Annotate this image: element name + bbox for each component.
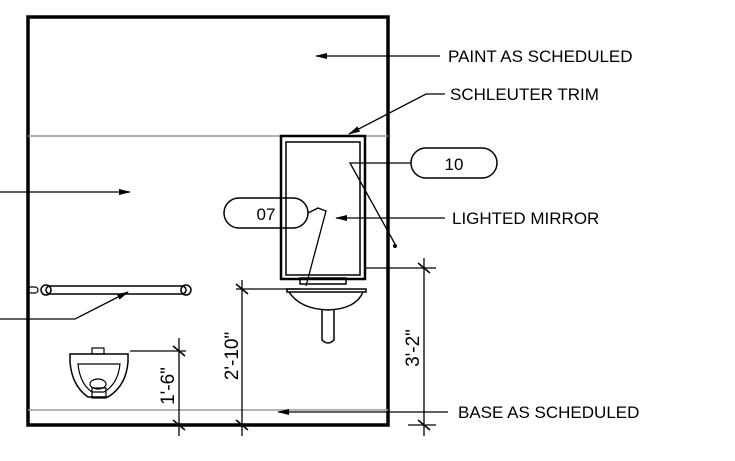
urinal-height-dimension: 1'-6" [130,338,186,436]
urinal-height-text: 1'-6" [158,367,179,405]
mirror-height-text: 3'-2" [403,329,424,367]
wall-outline [26,15,390,427]
mirror-height-dimension: 3'-2" [366,258,436,436]
mirror-note: LIGHTED MIRROR [452,209,599,228]
trim-leader [348,93,445,135]
trim-note: SCHLEUTER TRIM [450,85,599,104]
base-note: BASE AS SCHEDULED [458,403,639,422]
lavatory-tag: 07 [223,197,327,287]
mirror-tag: 10 [348,147,498,248]
urinal [69,347,129,399]
lavatory [286,277,367,344]
grab-bar-leader [0,291,129,320]
grab-bar [27,284,192,296]
lavatory-tag-text: 07 [257,205,276,224]
lighted-mirror [279,134,367,281]
paint-note: PAINT AS SCHEDULED [448,47,633,66]
lavatory-height-text: 2'-10" [222,332,243,380]
lavatory-height-dimension: 2'-10" [222,280,300,436]
mirror-tag-text: 10 [445,155,464,174]
